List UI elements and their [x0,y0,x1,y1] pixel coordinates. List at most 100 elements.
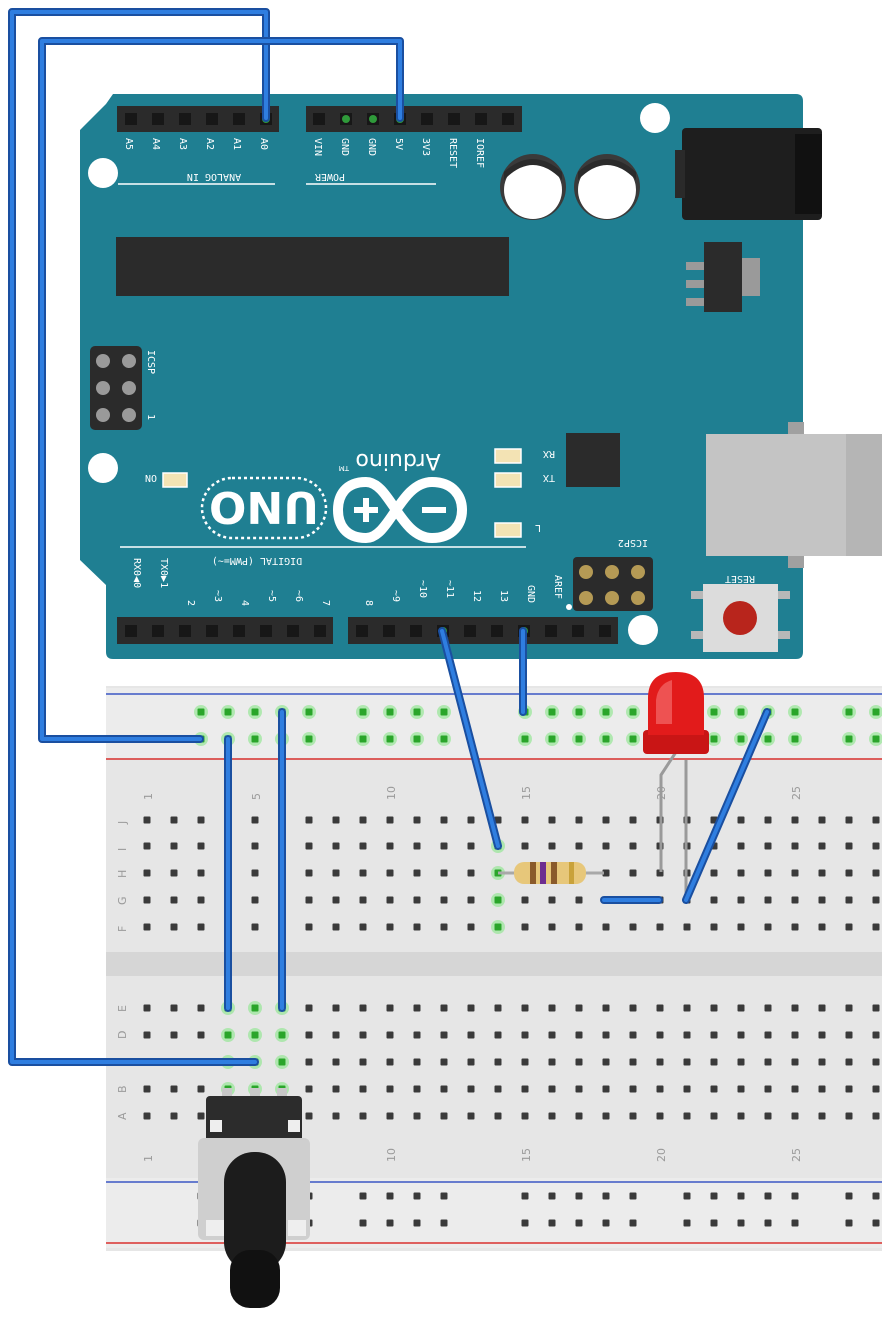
breadboard-hole [413,1192,421,1200]
breadboard-hole [710,1004,718,1012]
analog-pin [206,113,218,125]
icsp2-pin [631,565,645,579]
breadboard-hole [737,1058,745,1066]
breadboard-hole [467,869,475,877]
breadboard-hole [629,869,637,877]
breadboard-hole [548,735,556,743]
breadboard-hole [440,1219,448,1227]
breadboard-hole [170,896,178,904]
breadboard-hole [656,923,664,931]
breadboard-hole [197,708,205,716]
breadboard-hole [521,1112,529,1120]
arduino-uno-board: A5 A4 A3 A2 A1 A0 ANALOG IN VIN GND GND … [80,94,882,659]
breadboard-hole [710,1219,718,1227]
breadboard-hole [521,842,529,850]
breadboard-hole [764,1031,772,1039]
breadboard-hole [332,1004,340,1012]
breadboard-hole [467,1031,475,1039]
breadboard-hole [845,842,853,850]
breadboard-hole [305,708,313,716]
jumper-wires [8,8,771,1066]
breadboard-hole [413,1031,421,1039]
breadboard-hole [656,1004,664,1012]
power-pin [448,113,460,125]
breadboard-hole [413,1219,421,1227]
breadboard-hole [467,896,475,904]
analog-header [117,106,279,132]
breadboard-hole [737,735,745,743]
breadboard-hole [332,1058,340,1066]
breadboard-hole [386,1192,394,1200]
analog-pin-label-a0: A0 [258,138,269,150]
breadboard-hole [440,735,448,743]
breadboard-hole [494,1112,502,1120]
digital-pin-label-10: ~10 [417,580,428,598]
breadboard-hole [143,896,151,904]
breadboard-hole [872,816,880,824]
icsp-pin1-label: 1 [145,414,156,420]
power-pin [421,113,433,125]
led [643,672,709,898]
tx-label: TX [543,472,555,483]
breadboard-hole [575,708,583,716]
digital-pin [233,625,245,637]
breadboard-hole [629,1085,637,1093]
breadboard-hole [602,1031,610,1039]
breadboard-hole [251,816,259,824]
breadboard-hole [467,923,475,931]
breadboard-hole [278,1031,286,1039]
row-label-b: B [116,1085,129,1093]
digital-pin-label-3: ~3 [212,590,223,602]
breadboard-hole [548,1219,556,1227]
breadboard-hole [251,735,259,743]
breadboard-hole [791,1058,799,1066]
breadboard-hole [845,1219,853,1227]
breadboard-hole [818,816,826,824]
breadboard-hole [359,1031,367,1039]
column-number-10-bottom: 10 [385,1148,398,1162]
breadboard-hole [845,1192,853,1200]
microcontroller-chip [116,237,509,296]
breadboard-hole [872,1004,880,1012]
breadboard-hole [332,816,340,824]
digital-pin-label-8: 8 [363,600,374,606]
l-label: L [535,522,541,533]
breadboard-hole [224,1031,232,1039]
breadboard-hole [521,1085,529,1093]
breadboard-hole [494,816,502,824]
breadboard-hole [629,842,637,850]
breadboard-hole [251,842,259,850]
digital-pin-label-0: RX0◀0 [131,558,142,588]
breadboard-hole [737,816,745,824]
breadboard-hole [629,1058,637,1066]
breadboard-hole [143,842,151,850]
on-led [162,472,188,488]
breadboard-hole [143,1004,151,1012]
breadboard-hole [359,896,367,904]
breadboard-hole [575,1085,583,1093]
breadboard-hole [413,1085,421,1093]
breadboard-hole [413,708,421,716]
breadboard-hole [710,896,718,904]
breadboard-hole [332,1031,340,1039]
breadboard-hole [440,816,448,824]
breadboard-hole [197,923,205,931]
breadboard-hole [656,1085,664,1093]
breadboard-hole [359,1219,367,1227]
breadboard-hole [791,708,799,716]
breadboard-hole [683,1085,691,1093]
breadboard-hole [467,1004,475,1012]
breadboard-hole [386,735,394,743]
digital-pin-label-11: ~11 [444,580,455,598]
breadboard-hole [737,1004,745,1012]
breadboard-hole [305,842,313,850]
breadboard-hole [710,1031,718,1039]
digital-pin [260,625,272,637]
breadboard-hole [845,923,853,931]
resistor [498,862,604,884]
reset-button[interactable] [691,584,790,652]
breadboard-hole [413,1004,421,1012]
board-outline [80,94,803,659]
breadboard-hole [629,735,637,743]
breadboard-hole [683,1112,691,1120]
